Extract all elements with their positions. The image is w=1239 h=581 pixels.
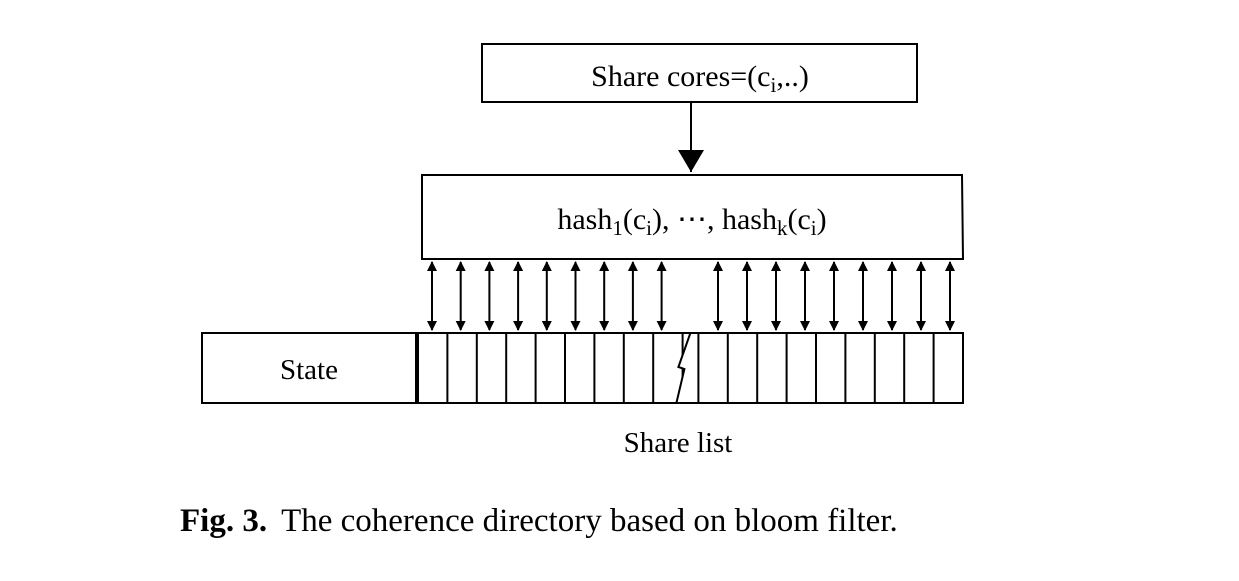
state-box: State: [201, 332, 417, 404]
bit-array-left-segment: [417, 332, 706, 404]
hash-bit-arrows: [427, 261, 955, 331]
share-cores-box: Share cores=(ci,..): [481, 43, 918, 103]
bit-array-right-segment: [675, 332, 964, 404]
hash-functions-box: hash1(ci), ⋯, hashk(ci): [421, 174, 965, 260]
caption-text: The coherence directory based on bloom f…: [281, 503, 898, 539]
share-cores-label: Share cores=(ci,..): [591, 60, 809, 97]
figure-number: Fig. 3.: [180, 503, 268, 539]
figure-caption: Fig. 3. The coherence directory based on …: [180, 503, 898, 540]
share-list-label: Share list: [624, 427, 733, 459]
state-label: State: [280, 354, 338, 386]
share-list-bit-array: [417, 332, 964, 404]
hash-functions-label: hash1(ci), ⋯, hashk(ci): [557, 203, 826, 240]
